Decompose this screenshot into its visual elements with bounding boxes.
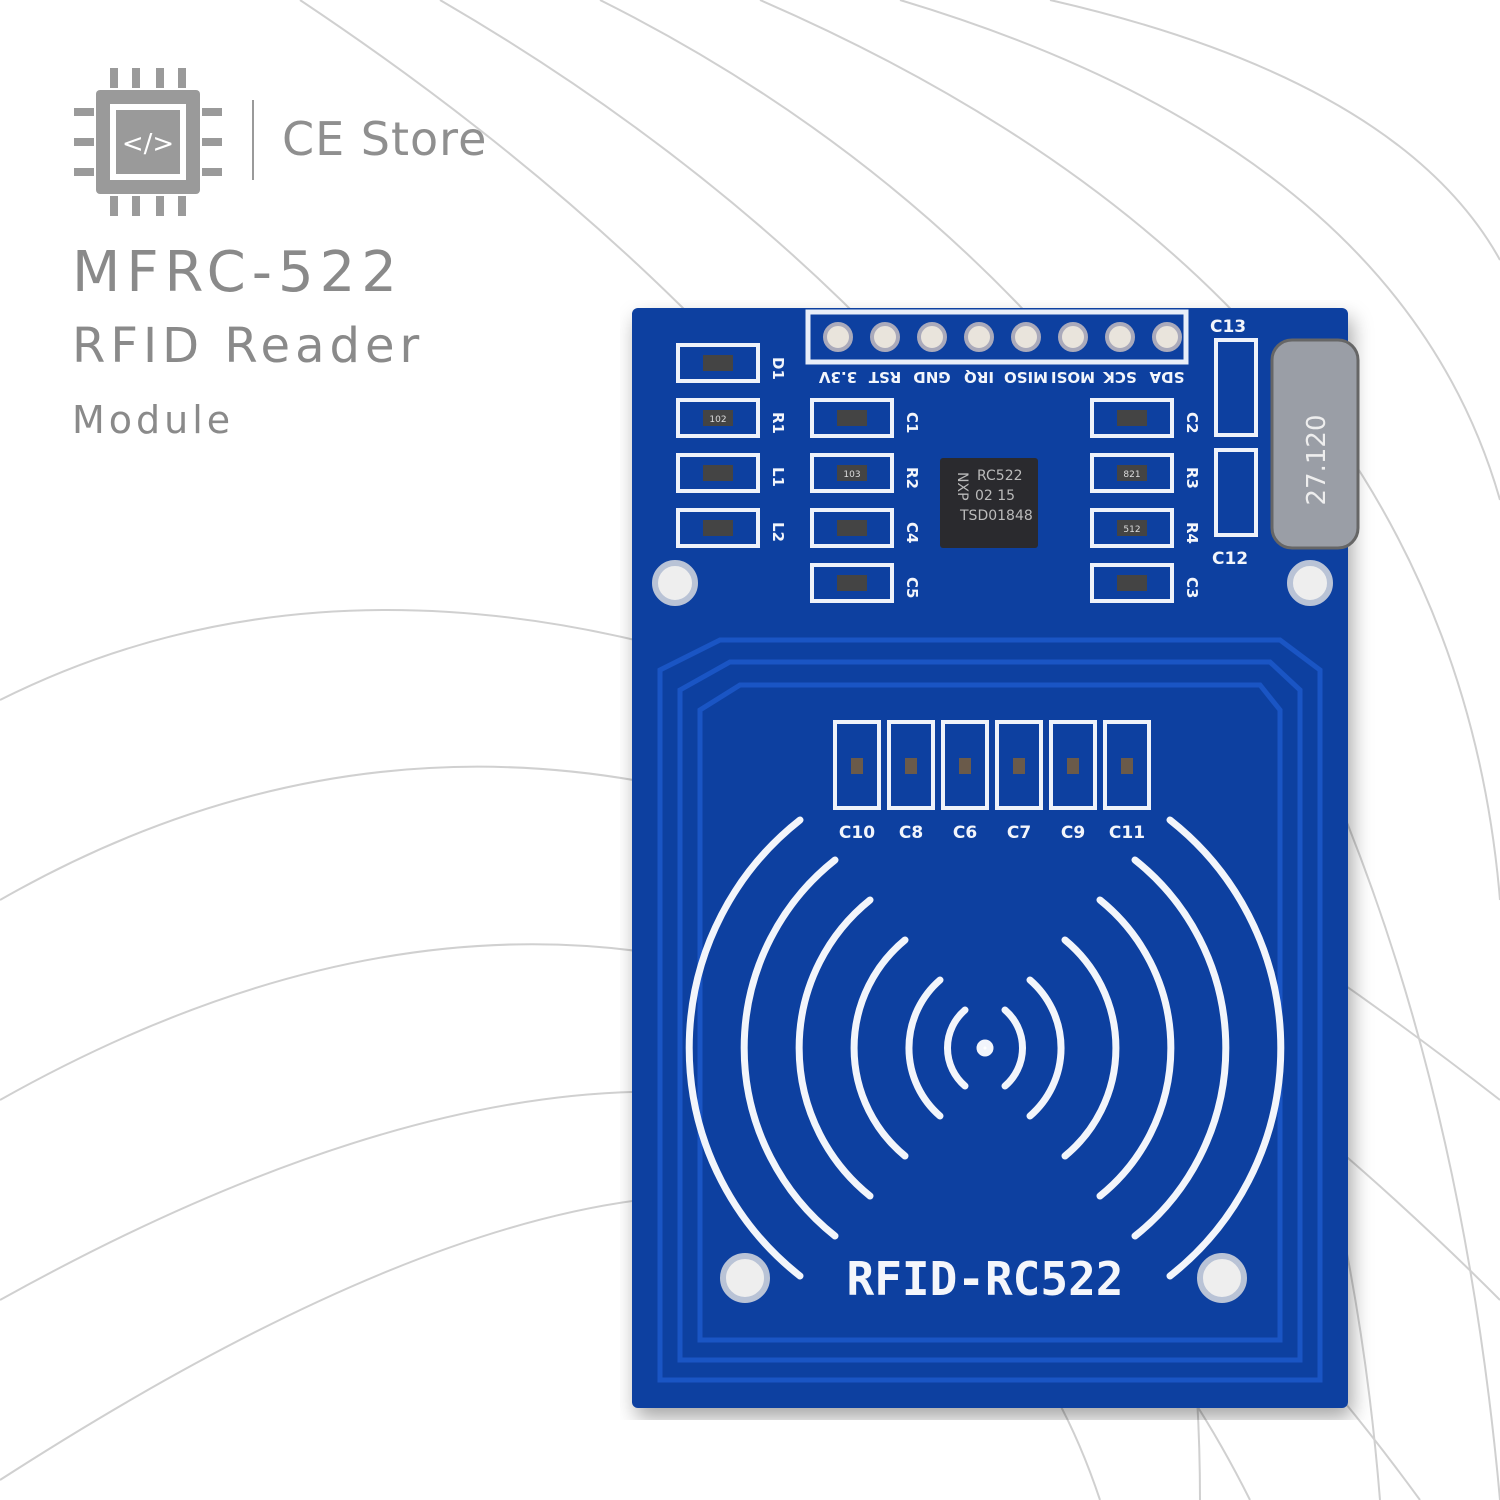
smd-component xyxy=(837,520,867,536)
header-pin xyxy=(823,322,853,352)
smd-component xyxy=(837,465,867,481)
component-pad xyxy=(810,398,894,438)
smd-component xyxy=(1117,465,1147,481)
part-label: R1 xyxy=(769,412,787,434)
smd-capacitor xyxy=(1067,758,1079,774)
header-pin xyxy=(917,322,947,352)
board-label: RFID-RC522 xyxy=(847,1252,1124,1306)
component-pad xyxy=(676,343,760,383)
logo-glyph: </> xyxy=(122,129,174,159)
pin-label: SDA xyxy=(1149,368,1184,386)
product-subtitle: RFID Reader xyxy=(72,318,425,374)
header-pin xyxy=(1152,322,1182,352)
part-label: R3 xyxy=(1183,467,1201,489)
smd-component xyxy=(1117,410,1147,426)
header-pin xyxy=(1011,322,1041,352)
antenna-cap-pad xyxy=(1049,720,1097,810)
pin-label: MISO xyxy=(1004,368,1048,386)
component-pad xyxy=(1090,398,1174,438)
resistor-code: 512 xyxy=(1123,525,1140,535)
part-label: C13 xyxy=(1210,317,1246,337)
part-label: C3 xyxy=(1183,577,1201,598)
smd-component xyxy=(1117,520,1147,536)
part-label: C9 xyxy=(1061,823,1085,843)
chip-marking: 02 15 xyxy=(975,488,1015,504)
chip-marking: TSD01848 xyxy=(959,508,1033,524)
component-pad xyxy=(676,508,760,548)
mount-hole xyxy=(1287,560,1333,606)
smd-component xyxy=(703,465,733,481)
pin-label: 3.3V xyxy=(819,368,858,386)
component-pad xyxy=(810,563,894,603)
part-label: C10 xyxy=(839,823,875,843)
part-label: C2 xyxy=(1183,412,1201,433)
part-label: C6 xyxy=(953,823,977,843)
smd-component xyxy=(703,355,733,371)
part-label: R4 xyxy=(1183,522,1201,544)
smd-component xyxy=(703,410,733,426)
antenna-cap-pad xyxy=(833,720,881,810)
part-label: C11 xyxy=(1109,823,1145,843)
smd-component xyxy=(837,575,867,591)
chip-maker-logo: NXP xyxy=(954,472,970,501)
pin-label: MOSI xyxy=(1051,368,1095,386)
antenna-cap-pad xyxy=(1103,720,1151,810)
component-pad xyxy=(1090,563,1174,603)
part-label: R2 xyxy=(903,467,921,489)
header-pin xyxy=(1058,322,1088,352)
resistor-code: 102 xyxy=(709,415,726,425)
part-label: L1 xyxy=(769,467,787,487)
smd-capacitor xyxy=(851,758,863,774)
smd-component xyxy=(703,520,733,536)
product-subtitle-2: Module xyxy=(72,398,235,442)
part-label: C4 xyxy=(903,522,921,543)
mount-hole xyxy=(652,560,698,606)
pin-label: GND xyxy=(913,368,950,386)
crystal xyxy=(1270,338,1360,550)
smd-component xyxy=(837,410,867,426)
mount-hole xyxy=(720,1253,770,1303)
pin-label: SCK xyxy=(1102,368,1137,386)
smd-capacitor xyxy=(1121,758,1133,774)
part-label: D1 xyxy=(769,357,787,380)
smd-capacitor xyxy=(905,758,917,774)
part-label: C1 xyxy=(903,412,921,433)
header-pin xyxy=(964,322,994,352)
component-pad xyxy=(1090,453,1174,493)
chip-marking: RC522 xyxy=(977,468,1023,484)
resistor-code: 103 xyxy=(843,470,860,480)
component-pad xyxy=(676,453,760,493)
pin-label: IRQ xyxy=(964,368,994,386)
crystal-label: 27.120 xyxy=(1302,415,1332,506)
part-label: C7 xyxy=(1007,823,1031,843)
smd-capacitor xyxy=(1013,758,1025,774)
part-label: C8 xyxy=(899,823,923,843)
part-label: L2 xyxy=(769,522,787,542)
product-title: MFRC-522 xyxy=(72,240,403,305)
smd-capacitor xyxy=(959,758,971,774)
smd-component xyxy=(1117,575,1147,591)
antenna-cap-pad xyxy=(941,720,989,810)
rc522-chip xyxy=(940,458,1038,548)
antenna-cap-pad xyxy=(887,720,935,810)
chip-code-icon: </> xyxy=(74,68,222,216)
component-pad xyxy=(810,508,894,548)
header-pin xyxy=(870,322,900,352)
rfid-waves-icon xyxy=(685,816,1285,1280)
mount-hole xyxy=(1197,1253,1247,1303)
part-label: C12 xyxy=(1212,549,1248,569)
brand-name: CE Store xyxy=(282,112,488,166)
component-pad xyxy=(1090,508,1174,548)
part-label: C5 xyxy=(903,577,921,598)
component-pad xyxy=(810,453,894,493)
resistor-code: 821 xyxy=(1123,470,1140,480)
antenna-cap-pad xyxy=(995,720,1043,810)
header-pin xyxy=(1105,322,1135,352)
pin-label: RST xyxy=(868,368,901,386)
component-pad xyxy=(676,398,760,438)
logo-divider xyxy=(252,100,254,180)
